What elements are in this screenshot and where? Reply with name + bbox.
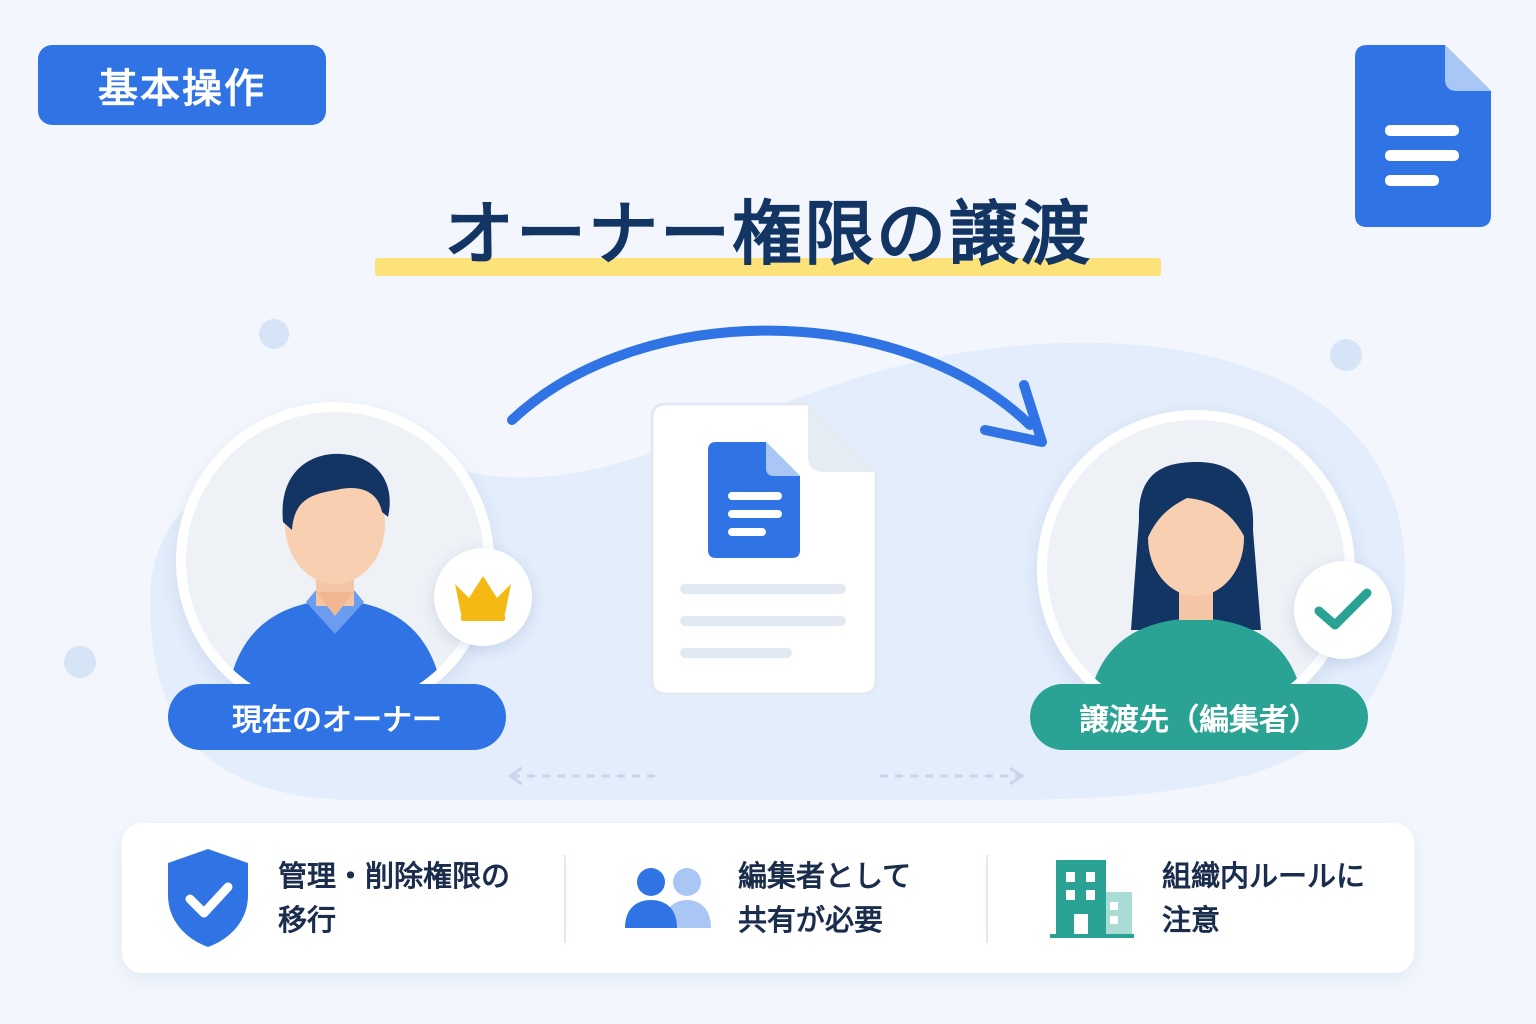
owner-label: 現在のオーナー: [168, 684, 506, 750]
feature-line: 注意: [1162, 903, 1221, 937]
feature-line: 管理・削除権限の: [278, 859, 511, 893]
title-block: オーナー権限の譲渡: [375, 178, 1161, 278]
feature-item-permission: 管理・削除権限の 移行: [162, 823, 510, 973]
check-icon: [1314, 588, 1372, 630]
users-icon: [625, 868, 711, 928]
recipient-badge: [1294, 561, 1392, 659]
building-icon: [1050, 860, 1134, 938]
feature-line: 編集者として: [738, 859, 912, 893]
feature-item-sharing: 編集者として 共有が必要: [622, 823, 911, 973]
divider: [564, 855, 566, 943]
recipient-avatar: [1037, 410, 1355, 728]
man-icon: [226, 453, 444, 710]
feature-item-organization: 組織内ルールに 注意: [1046, 823, 1365, 973]
feature-line: 移行: [278, 903, 337, 937]
recipient-label: 譲渡先（編集者）: [1030, 684, 1368, 750]
owner-avatar: [176, 402, 494, 720]
google-docs-icon: [708, 442, 800, 558]
page-title: オーナー権限の譲渡: [444, 193, 1092, 275]
owner-badge: [434, 548, 532, 646]
feature-line: 組織内ルールに: [1162, 859, 1366, 893]
feature-line: 共有が必要: [738, 903, 884, 937]
crown-icon: [455, 576, 511, 621]
shield-check-icon: [168, 849, 248, 947]
title-highlight: [375, 258, 1161, 276]
woman-icon: [1087, 462, 1305, 718]
google-docs-logo-icon: [1355, 45, 1491, 227]
features-card: 管理・削除権限の 移行 編集者として 共有が必要: [122, 823, 1414, 973]
category-tag: 基本操作: [38, 45, 326, 125]
shared-document-icon: [650, 402, 878, 696]
divider: [986, 855, 988, 943]
